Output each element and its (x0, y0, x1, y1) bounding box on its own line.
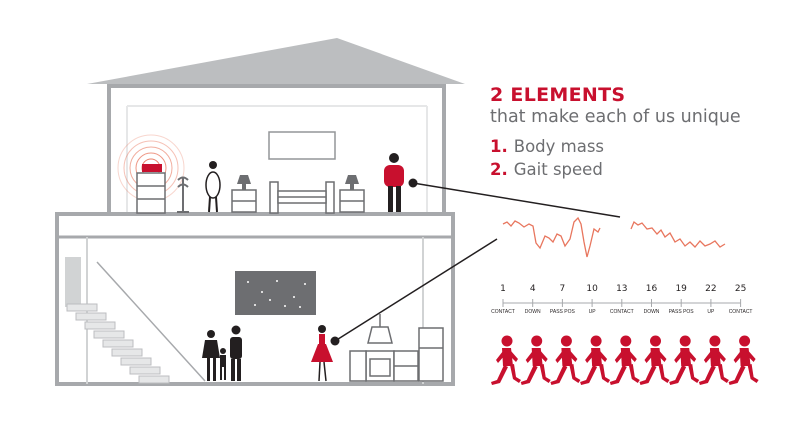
frame-label: 13 (616, 284, 628, 294)
walking-figure-icon (698, 335, 729, 385)
lower-floor (55, 212, 455, 386)
phase-label: UP (707, 309, 715, 315)
nightstand-middle (231, 189, 257, 213)
family-icon (202, 325, 242, 381)
gait-timeline (502, 299, 742, 307)
walking-figure-icon (550, 335, 581, 385)
signal-wave-lower (502, 216, 601, 258)
list-item-number: 1. (490, 137, 508, 156)
side-window (65, 257, 81, 307)
frame-label: 16 (645, 284, 658, 294)
phase-label: PASS POS (549, 309, 575, 315)
walking-figure-icon (639, 335, 670, 385)
roof (87, 38, 465, 84)
phase-label: CONTACT (609, 309, 634, 315)
list-item-label: Body mass (513, 137, 605, 156)
stove-icon (365, 314, 395, 382)
house (55, 38, 465, 386)
phase-label: CONTACT (491, 309, 515, 315)
phase-label: PASS POS (668, 309, 694, 315)
frame-label: 7 (559, 284, 566, 294)
list-item-body-mass: 1. Body mass (490, 137, 604, 156)
walking-figure-icon (580, 335, 611, 385)
phase-label: CONTACT (728, 309, 753, 315)
wall-frame (268, 131, 336, 160)
heading: 2 ELEMENTS (490, 84, 626, 106)
router-icon (142, 164, 162, 172)
connector-dot-upper (408, 178, 418, 188)
phase-label: DOWN (643, 309, 660, 315)
connector-lower (334, 238, 498, 342)
starry-painting (235, 271, 316, 315)
signal-wave-upper (630, 220, 726, 248)
frame-label: 19 (675, 284, 687, 294)
bed-icon (269, 181, 335, 214)
frame-label: 10 (586, 284, 598, 294)
lamp-icon (345, 175, 359, 190)
phase-label: UP (588, 309, 596, 315)
person-icon (384, 153, 404, 212)
list-item-label: Gait speed (513, 160, 603, 179)
kitchen-counter (349, 350, 419, 382)
walking-figure-icon (728, 335, 759, 385)
list-item-number: 2. (490, 160, 508, 179)
subheading: that make each of us unique (490, 107, 741, 127)
staircase-icon (66, 303, 170, 384)
walking-figure-icon (491, 335, 521, 385)
coat-rack-icon (177, 176, 189, 213)
connector-upper (412, 182, 621, 218)
list-item-gait-speed: 2. Gait speed (490, 160, 603, 179)
stair-rail (96, 261, 206, 382)
walking-figures (491, 335, 759, 385)
nightstand-left (136, 172, 166, 214)
frame-label: 4 (529, 284, 536, 294)
nightstand-right (339, 189, 365, 213)
fridge-icon (418, 327, 444, 382)
person-icon (205, 161, 221, 213)
person-icon (311, 325, 333, 382)
walking-figure-icon (609, 335, 640, 385)
lamp-icon (237, 175, 251, 190)
frame-label: 22 (705, 284, 717, 294)
frame-label: 1 (500, 284, 506, 294)
connector-dot-lower (330, 336, 340, 346)
frame-label: 25 (734, 284, 747, 294)
walking-figure-icon (669, 335, 700, 385)
walking-figure-icon (520, 335, 551, 385)
phase-label: DOWN (524, 309, 541, 315)
painting-stars (247, 280, 306, 308)
